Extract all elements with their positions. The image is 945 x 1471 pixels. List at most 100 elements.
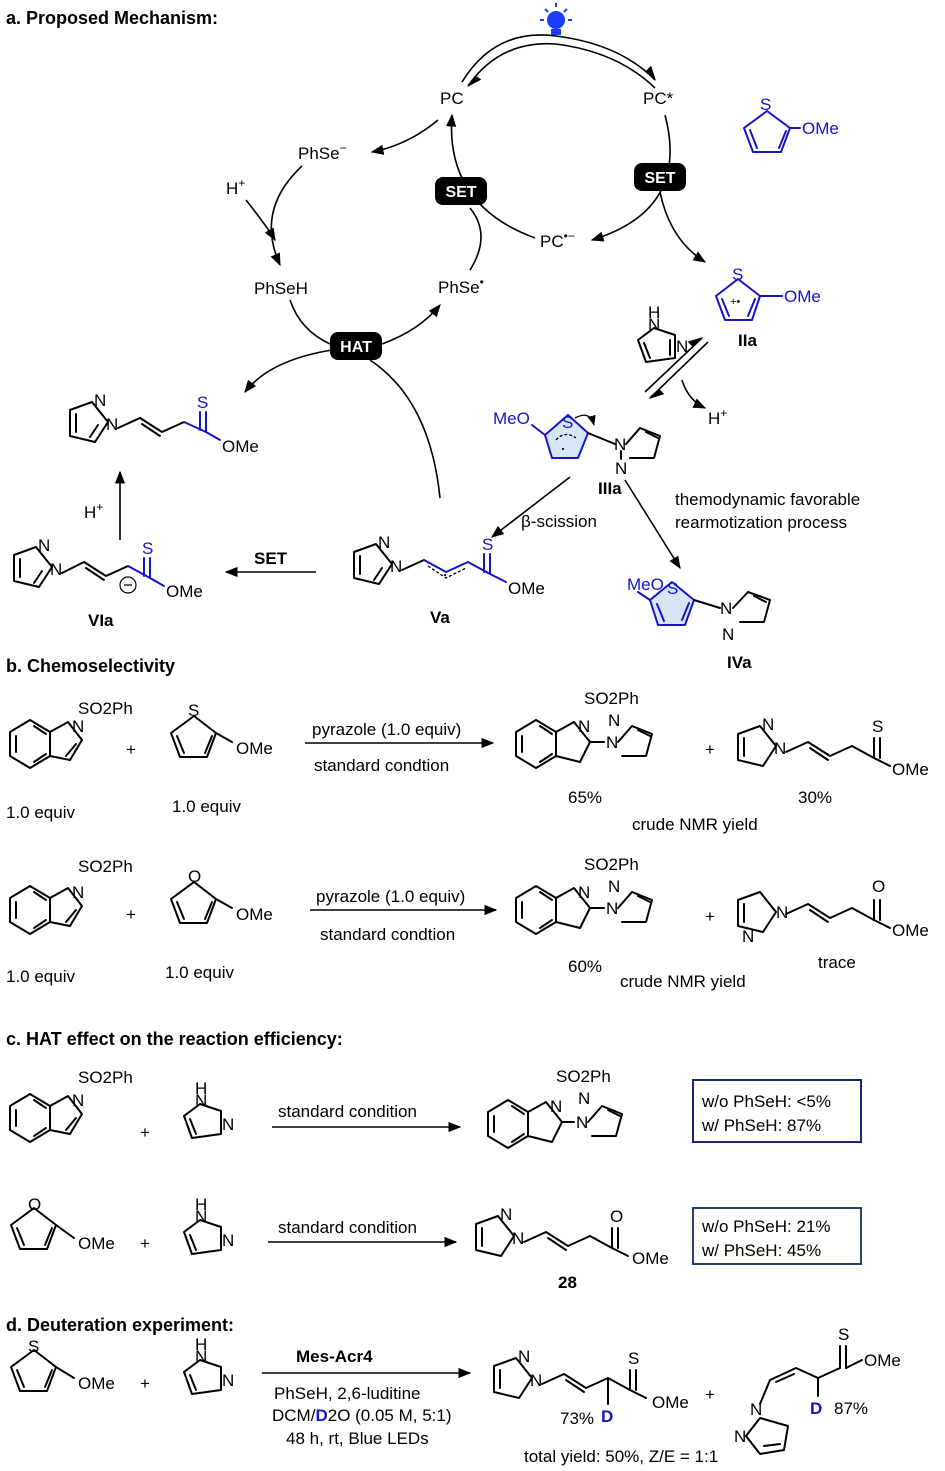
svg-text:SO2Ph: SO2Ph [78,1068,133,1087]
svg-text:N: N [50,560,62,579]
svg-text:OMe: OMe [632,1249,669,1268]
svg-text:+•: +• [730,296,740,308]
light-bulb-icon [540,3,572,35]
svg-text:N: N [378,533,390,552]
thermo-line2: rearmotization process [675,513,847,532]
pc-radical-to-pc-arc [446,113,536,239]
proton-release-arrow [681,379,707,409]
phseh-label: PhSeH [254,279,308,298]
svg-text:N: N [72,1091,84,1110]
ester-product-b2: N N O OMe trace [737,877,929,972]
intermediate-IIIa: S · MeO N N IIIa [493,409,661,498]
hat-pill: HAT [330,332,382,360]
svg-text:w/ PhSeH: 45%: w/ PhSeH: 45% [701,1241,821,1260]
svg-text:N: N [576,1113,588,1132]
condition-c2: standard condition [278,1218,417,1237]
svg-text:OMe: OMe [236,739,273,758]
radical-cation-IIa: S +• OMe IIa [715,265,821,350]
svg-text:S: S [28,1337,39,1356]
svg-text:SET: SET [445,184,476,201]
svg-text:N: N [195,1347,207,1366]
svg-text:O: O [872,877,885,896]
pc-radical-anion-label: PC•− [540,229,575,251]
equilibrium-back [644,337,704,393]
svg-text:S: S [142,539,153,558]
svg-text:N: N [72,883,84,902]
svg-text:N: N [94,391,106,410]
section-a-title: a. Proposed Mechanism: [6,8,218,28]
beta-scission-arrow [490,476,571,538]
n-sulfonyl-indole-2: SO2Ph N 1.0 equiv [6,857,133,986]
svg-text:S: S [838,1325,849,1344]
indoline-pyrazole-b2: SO2Ph N N N 60% [515,855,653,976]
svg-text:N: N [518,1347,530,1366]
plus-c1: + [140,1123,150,1142]
phse-anion-to-phseh-arc [270,165,303,267]
Va-to-hat-arc [369,359,441,499]
methoxythiophene-d: S OMe [10,1337,115,1393]
deuterated-product-E: N N D S OMe 73% [493,1347,689,1428]
svg-text:N: N [722,625,734,644]
h-plus-right: H+ [708,406,727,428]
svg-text:N: N [222,1231,234,1250]
pc-star-to-pc-radical-arc [590,114,671,242]
to-IIa-arrow [659,191,707,263]
svg-text:S: S [628,1349,639,1368]
beta-scission-label: β-scission [521,512,597,531]
n-sulfonyl-indole-c1: SO2Ph N [9,1068,133,1143]
svg-text:OMe: OMe [864,1351,901,1370]
proton-capture-arrow [245,199,276,242]
svg-text:D: D [810,1399,822,1418]
methoxythiophene-b1: S OMe 1.0 equiv [170,701,273,816]
ester-product-28: N N O OMe 28 [475,1205,669,1292]
svg-text:S: S [188,701,199,720]
svg-text:OMe: OMe [78,1234,115,1253]
svg-text:H: H [648,303,660,322]
phse-anion-label: PhSe− [298,141,347,163]
svg-text:N: N [578,883,590,902]
plus-b1: + [126,740,136,759]
excitation-arrow [461,34,657,83]
catalyst-label: Mes-Acr4 [296,1347,373,1366]
thermo-line1: themodynamic favorable [675,490,860,509]
plus-d: + [140,1374,150,1393]
conditions-line2: DCM/D2O (0.05 M, 5:1) [272,1406,452,1425]
svg-text:OMe: OMe [222,437,259,456]
svg-text:N: N [72,717,84,736]
section-d-title: d. Deuteration experiment: [6,1315,234,1335]
svg-text:N: N [608,877,620,896]
h-plus-bottom: H+ [84,500,103,522]
section-c-title: c. HAT effect on the reaction efficiency… [6,1029,343,1049]
plus-b2: + [126,905,136,924]
set-pill-right: SET [634,163,686,191]
methoxyfuran-c2: O OMe [10,1195,115,1253]
svg-text:w/ PhSeH: 87%: w/ PhSeH: 87% [701,1116,821,1135]
svg-text:OMe: OMe [892,760,929,779]
pc-label: PC [440,89,464,108]
conditions-line3: 48 h, rt, Blue LEDs [286,1429,429,1448]
hat-to-phse-radical-arc [381,304,441,345]
svg-text:H: H [195,1195,207,1214]
product-thioester-top: N N S OMe [69,391,259,456]
rearomatization-arrow [624,479,681,570]
plus-d-product: + [705,1385,715,1404]
svg-text:HAT: HAT [340,339,372,356]
svg-text:SET: SET [644,170,675,187]
svg-text:SO2Ph: SO2Ph [584,855,639,874]
set-label-bottom: SET [254,549,288,568]
phse-radical-label: PhSe• [438,275,484,297]
anion-VIa: N N S OMe VIa [13,536,203,630]
pyrazole-d: H N N [183,1335,234,1395]
svg-text:N: N [615,459,627,478]
plus-c2: + [140,1234,150,1253]
svg-text:N: N [195,1091,207,1110]
svg-text:S: S [482,535,493,554]
pyrazole-reagent-mech: H N N [637,303,688,363]
indoline-pyrazole-c1: SO2Ph N N N [487,1067,623,1149]
svg-text:N: N [38,536,50,555]
svg-text:28: 28 [558,1273,577,1292]
deuterated-product-Z: N N D S OMe 87% [734,1325,901,1455]
svg-text:OMe: OMe [508,579,545,598]
reagent-b2: pyrazole (1.0 equiv) [316,887,465,906]
svg-text:OMe: OMe [802,119,839,138]
